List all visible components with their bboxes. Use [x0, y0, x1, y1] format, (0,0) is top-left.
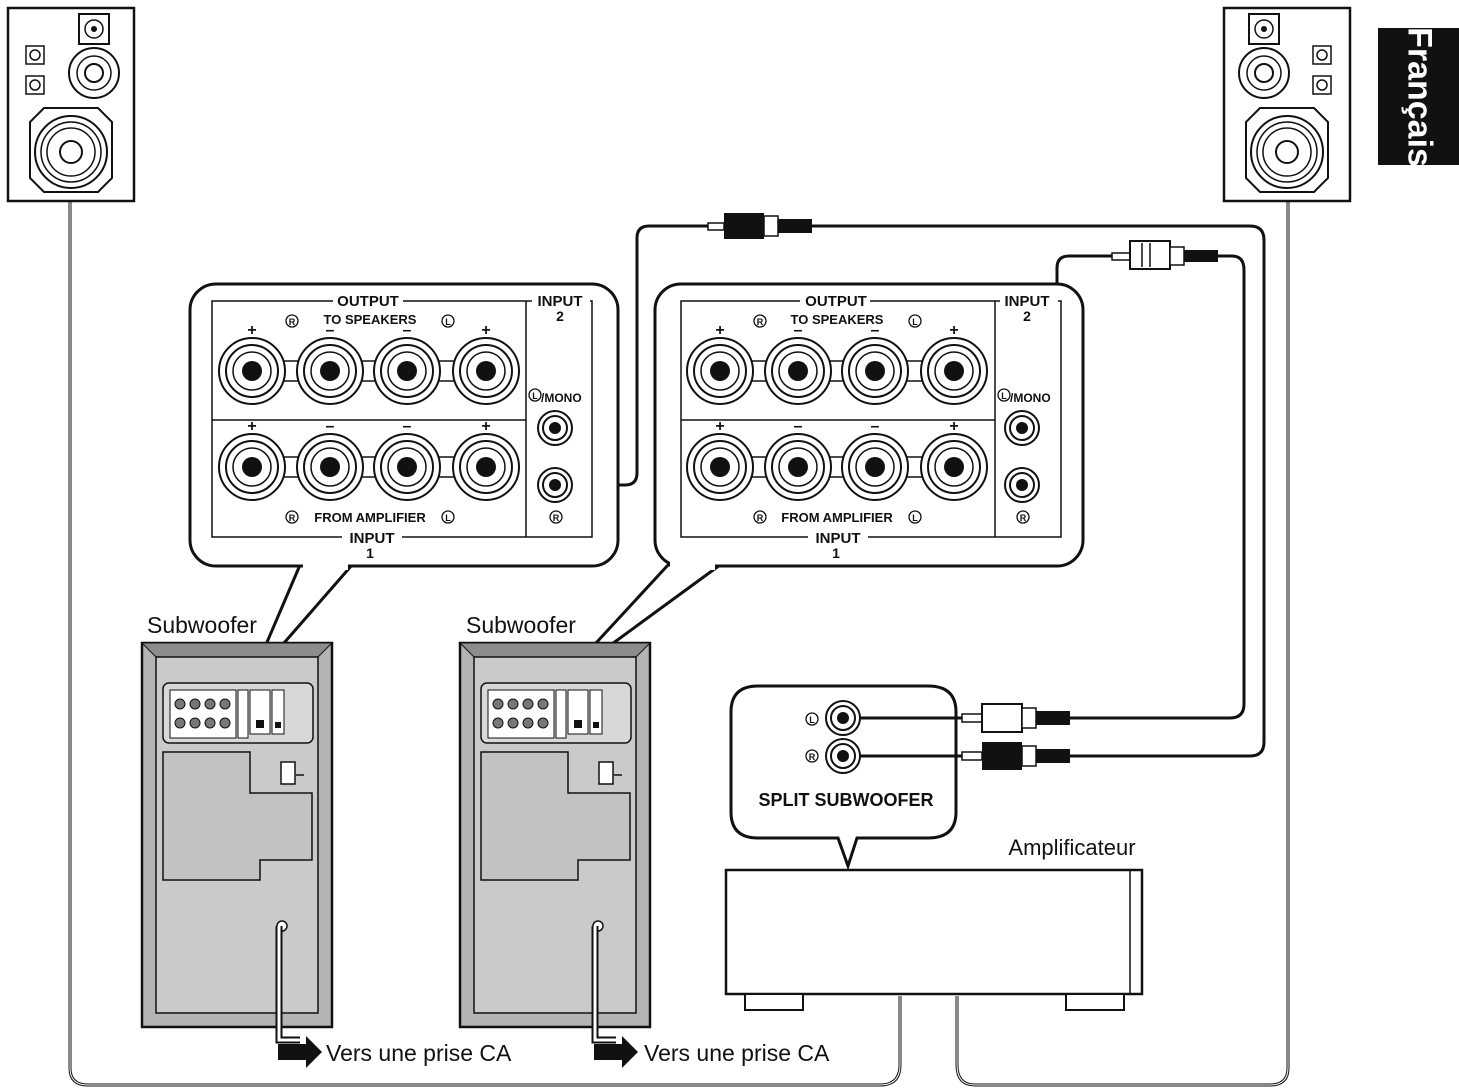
rca-cables	[556, 224, 1266, 758]
main-speaker-right	[1222, 6, 1352, 203]
to-speakers-label: TO SPEAKERS	[324, 312, 417, 327]
rca-plug-amp-right	[961, 742, 1070, 770]
speaker-jacks-right	[686, 337, 1040, 503]
svg-text:R: R	[289, 513, 296, 523]
rca-plug-amp-left	[961, 703, 1070, 733]
amplifier: Amplificateur	[724, 835, 1144, 1011]
panel-left-labels: OUTPUT TO SPEAKERS INPUT 2 /MONO FROM AM…	[247, 293, 582, 561]
svg-text:R: R	[553, 513, 560, 523]
svg-text:R: R	[757, 513, 764, 523]
channel-marker-r: R	[285, 314, 299, 328]
svg-text:R: R	[809, 752, 816, 762]
minus-sign: –	[871, 322, 880, 339]
svg-text:L: L	[1001, 391, 1007, 401]
language-tab-label: Français	[1400, 26, 1438, 167]
from-amplifier-label: FROM AMPLIFIER	[314, 510, 426, 525]
channel-marker-l: L	[441, 314, 455, 328]
subwoofer-left	[140, 641, 334, 1029]
subwoofer-left-label: Subwoofer	[147, 612, 257, 638]
plus-sign: +	[715, 418, 724, 435]
channel-marker-l: L	[441, 510, 455, 524]
svg-text:L: L	[809, 715, 815, 725]
input2-title: INPUT	[1005, 293, 1050, 310]
arrow-icon	[594, 1036, 638, 1068]
minus-sign: –	[403, 418, 412, 435]
input1-number: 1	[366, 545, 374, 561]
channel-marker-l: L	[908, 314, 922, 328]
channel-marker-r: R	[753, 314, 767, 328]
channel-marker-r: R	[549, 510, 563, 524]
main-speaker-left	[6, 6, 136, 203]
minus-sign: –	[326, 418, 335, 435]
language-tab: Français	[1378, 26, 1459, 167]
input1-number: 1	[832, 545, 840, 561]
plus-sign: +	[715, 322, 724, 339]
mono-label: /MONO	[1010, 391, 1051, 405]
panel-right-labels: OUTPUT TO SPEAKERS INPUT 2 /MONO FROM AM…	[715, 293, 1050, 561]
minus-sign: –	[403, 322, 412, 339]
split-subwoofer-label: SPLIT SUBWOOFER	[759, 790, 934, 810]
subwoofer-right-label: Subwoofer	[466, 612, 576, 638]
amplifier-label: Amplificateur	[1008, 835, 1135, 860]
outlet-left-label: Vers une prise CA	[326, 1040, 512, 1066]
mono-label: /MONO	[541, 391, 582, 405]
input1-title: INPUT	[816, 530, 861, 547]
minus-sign: –	[871, 418, 880, 435]
power-cords	[275, 926, 616, 1044]
minus-sign: –	[794, 322, 803, 339]
svg-text:R: R	[757, 317, 764, 327]
input2-title: INPUT	[538, 293, 583, 310]
channel-marker-l: L	[528, 388, 542, 402]
speaker-jacks-left	[218, 337, 573, 503]
plus-sign: +	[481, 418, 490, 435]
from-amplifier-label: FROM AMPLIFIER	[781, 510, 893, 525]
speaker-wires	[68, 200, 1290, 1087]
minus-sign: –	[794, 418, 803, 435]
split-subwoofer-callout: L R SPLIT SUBWOOFER	[729, 684, 962, 871]
channel-marker-r: R	[285, 510, 299, 524]
channel-marker-l: L	[997, 388, 1011, 402]
to-speakers-label: TO SPEAKERS	[791, 312, 884, 327]
input2-number: 2	[1023, 308, 1031, 324]
channel-marker-l: L	[908, 510, 922, 524]
input2-number: 2	[556, 308, 564, 324]
svg-text:L: L	[912, 513, 918, 523]
outlet-right-label: Vers une prise CA	[644, 1040, 830, 1066]
output-title: OUTPUT	[337, 293, 399, 310]
input1-title: INPUT	[350, 530, 395, 547]
plus-sign: +	[481, 322, 490, 339]
arrow-icon	[278, 1036, 322, 1068]
svg-text:L: L	[445, 513, 451, 523]
plus-sign: +	[949, 322, 958, 339]
subwoofer-right	[458, 641, 652, 1029]
rca-plug-top-right	[1111, 240, 1218, 270]
plus-sign: +	[949, 418, 958, 435]
rca-plug-top-left	[707, 213, 812, 239]
plus-sign: +	[247, 322, 256, 339]
svg-text:L: L	[532, 391, 538, 401]
svg-text:R: R	[1020, 513, 1027, 523]
channel-marker-r: R	[753, 510, 767, 524]
plus-sign: +	[247, 418, 256, 435]
channel-marker-r: R	[1016, 510, 1030, 524]
output-title: OUTPUT	[805, 293, 867, 310]
minus-sign: –	[326, 322, 335, 339]
svg-text:L: L	[912, 317, 918, 327]
svg-text:L: L	[445, 317, 451, 327]
svg-text:R: R	[289, 317, 296, 327]
